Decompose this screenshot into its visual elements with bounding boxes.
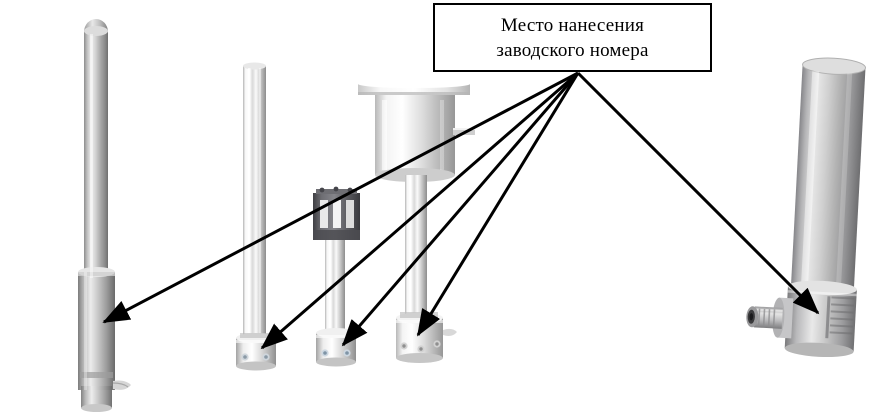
probe-3-caged-tube	[313, 186, 360, 367]
leader-to-probe-1	[102, 71, 579, 324]
probe-4-flanged-housing	[358, 80, 475, 363]
probe-1-tall-cylindrical	[78, 19, 131, 412]
leader-to-probe-4	[416, 72, 580, 337]
leader-to-probe-5	[576, 71, 820, 315]
leader-to-probe-3	[341, 72, 580, 347]
callout-text-line-2: заводского номера	[496, 39, 649, 61]
callout-text-line-1: Место нанесения	[500, 14, 645, 36]
leader-to-probe-2	[260, 71, 579, 350]
leader-lines	[102, 71, 820, 350]
probe-5-large-cylinder	[746, 57, 866, 358]
callout-box: Место нанесения заводского номера	[433, 3, 712, 72]
probe-2-slender-tube	[236, 62, 276, 371]
